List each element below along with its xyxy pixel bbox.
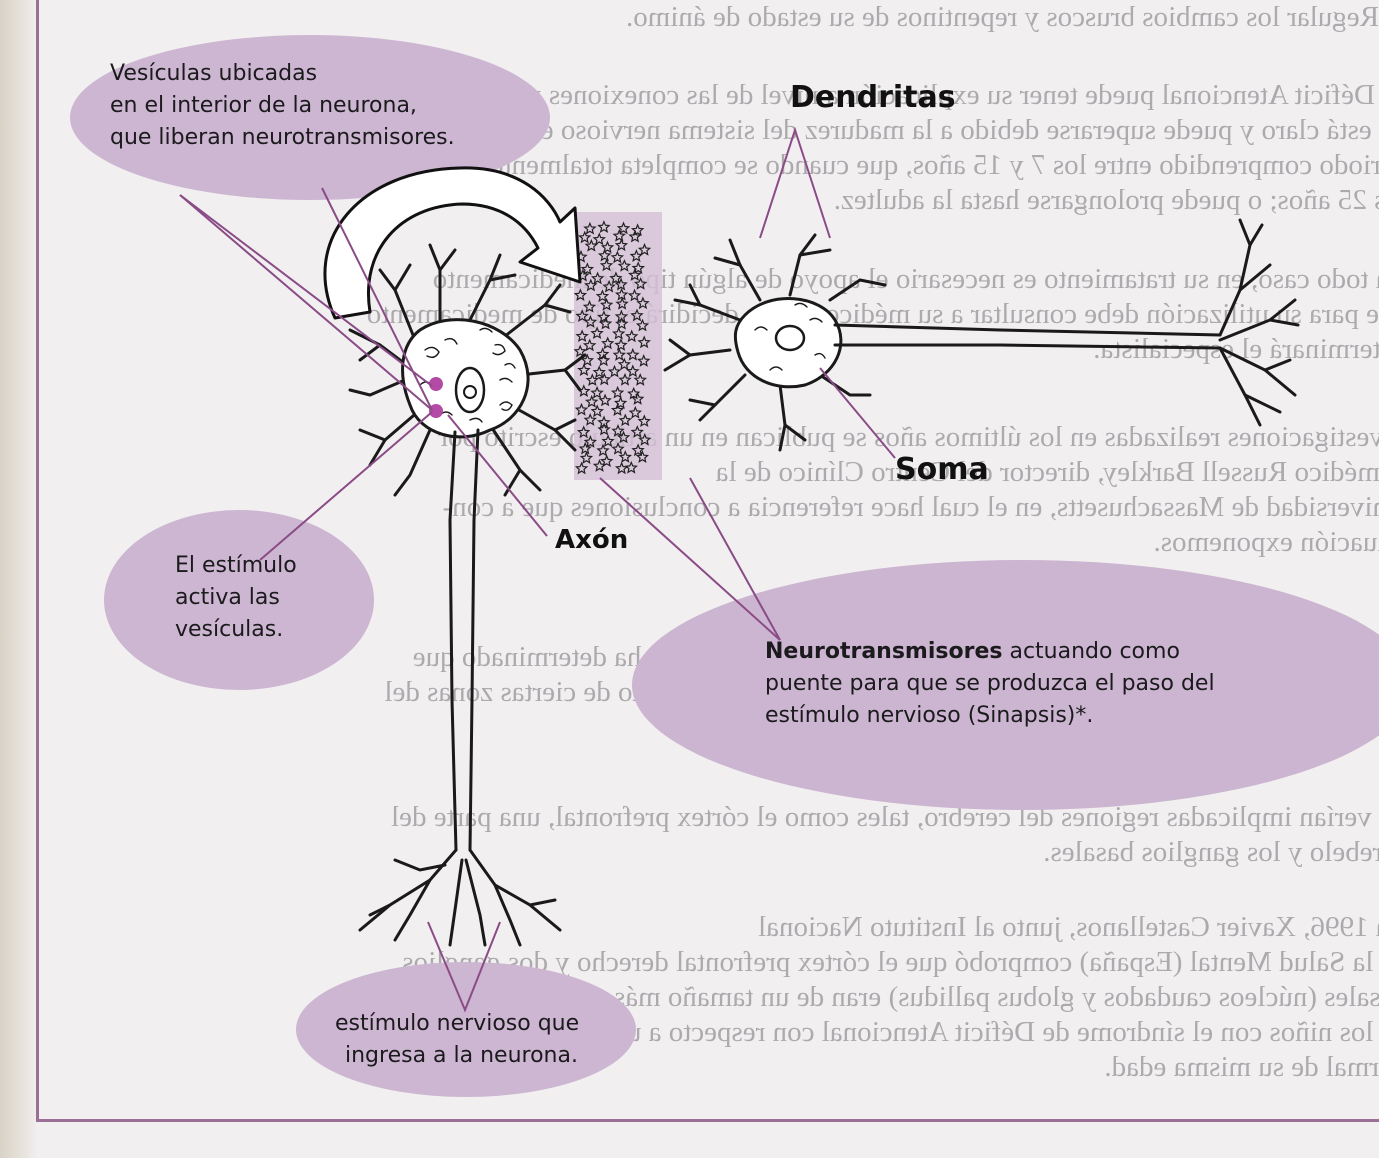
dendritas-title: Dendritas <box>790 80 956 115</box>
neurotransmisores-label: Neurotransmisores actuando como puente p… <box>765 636 1215 732</box>
stimulus-curved-arrow <box>325 168 580 318</box>
vesiculas-label-line1: Vesículas ubicadas <box>110 58 455 90</box>
vesicle-dot-upper <box>429 377 443 391</box>
ingresa-line2: ingresa a la neurona. <box>335 1040 579 1072</box>
right-neuron <box>665 220 1298 450</box>
ingresa-label: estímulo nervioso que ingresa a la neuro… <box>335 1008 579 1072</box>
neurotransmisores-line1: Neurotransmisores actuando como <box>765 636 1215 668</box>
page-frame-bottom <box>36 1119 1379 1122</box>
neurotransmisores-line3: estímulo nervioso (Sinapsis)*. <box>765 700 1215 732</box>
soma-title: Soma <box>895 452 989 487</box>
neurotransmisores-bold: Neurotransmisores <box>765 639 1002 664</box>
vesiculas-label: Vesículas ubicadas en el interior de la … <box>110 58 455 154</box>
estimulo-activa-label: El estímulo activa las vesículas. <box>175 550 297 646</box>
estimulo-activa-line3: vesículas. <box>175 614 297 646</box>
vesiculas-label-line3: que liberan neurotransmisores. <box>110 122 455 154</box>
neurotransmisores-line2: puente para que se produzca el paso del <box>765 668 1215 700</box>
vesiculas-label-line2: en el interior de la neurona, <box>110 90 455 122</box>
neurotransmisores-line1-rest: actuando como <box>1002 639 1179 664</box>
estimulo-activa-line2: activa las <box>175 582 297 614</box>
ingresa-line1: estímulo nervioso que <box>335 1008 579 1040</box>
estimulo-activa-line1: El estímulo <box>175 550 297 582</box>
page-frame-left <box>36 0 39 1122</box>
axon-title: Axón <box>555 525 628 555</box>
